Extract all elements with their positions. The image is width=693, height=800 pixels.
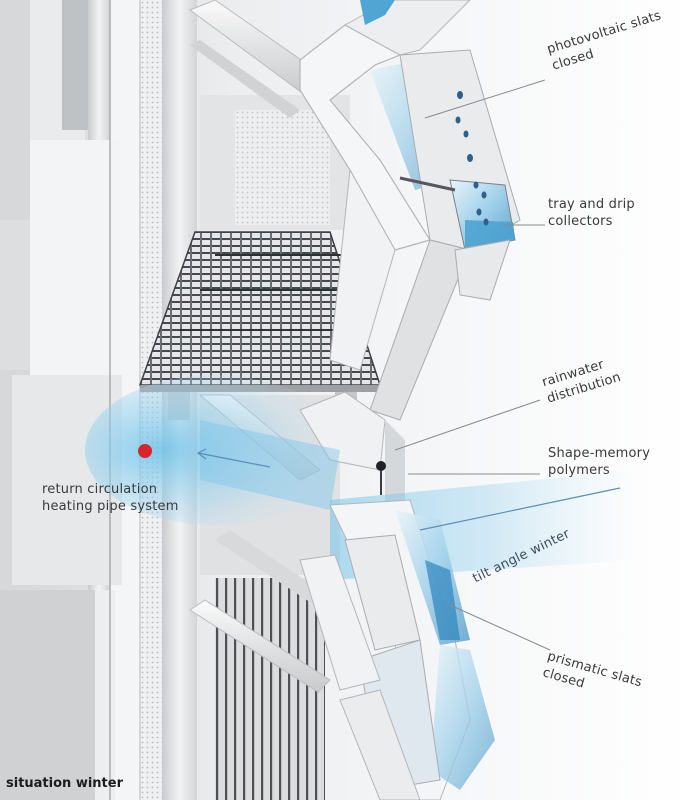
label-tray-drip-collectors: tray and drip collectors: [548, 196, 635, 230]
label-line: tray and drip: [548, 197, 635, 212]
label-line: collectors: [548, 214, 613, 229]
label-line: polymers: [548, 463, 610, 478]
building-core: [0, 0, 197, 800]
label-line: return circulation: [42, 482, 158, 497]
label-return-circulation: return circulation heating pipe system: [42, 481, 179, 515]
warm-air-band: [200, 420, 340, 510]
lower-facade-frame: [299, 499, 495, 800]
diagram-caption: situation winter: [6, 776, 123, 791]
label-line: Shape-memory: [548, 446, 651, 461]
drip-tray: [399, 176, 516, 301]
leader-lines: [394, 79, 551, 651]
tilt-angle-arrow: [196, 448, 621, 531]
rainwater-nozzle: [376, 461, 386, 471]
label-shape-memory-polymers: Shape-memory polymers: [548, 445, 650, 479]
rain-drops: [455, 91, 489, 226]
heating-pipe-dot: [138, 444, 152, 458]
air-flow-glow: [85, 375, 345, 525]
label-line: heating pipe system: [42, 499, 179, 514]
